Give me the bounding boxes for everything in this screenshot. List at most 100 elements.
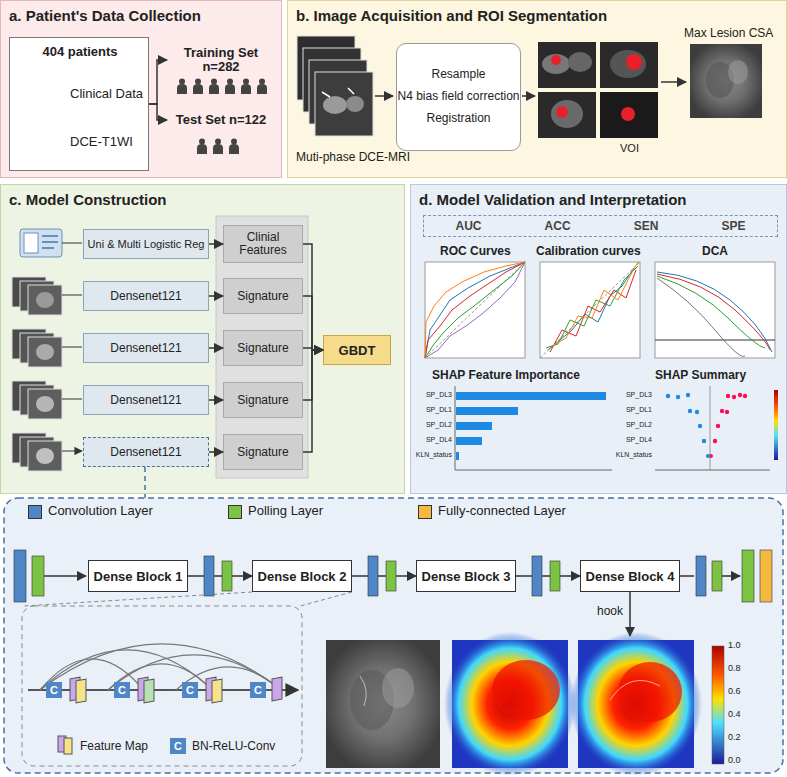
dense-block-detail — [70, 677, 80, 701]
feature-column — [216, 216, 308, 478]
colorbar-tick: 1.0 — [728, 640, 741, 650]
node-text: SEN — [634, 219, 659, 233]
dense-block-detail — [212, 679, 222, 703]
color-bar — [712, 646, 724, 764]
tumor-image — [326, 640, 440, 768]
bn-relu-conv-block: C — [46, 682, 62, 698]
node-text: 404 patients — [10, 44, 150, 59]
node-text: Resample — [431, 68, 485, 82]
layer-bars — [550, 561, 560, 591]
node-text: Densenet121 — [110, 289, 181, 303]
dense-block: Dense Block 3 — [416, 560, 516, 592]
connector-arrow — [188, 575, 252, 577]
dense-block-detail — [76, 679, 86, 703]
chart-title: DCA — [702, 244, 728, 258]
node-text: Dense Block 3 — [422, 569, 511, 584]
connector-arrow — [352, 575, 416, 577]
node-text: Signature — [237, 341, 288, 355]
model-box: Uni & Multi Logistic Reg — [83, 229, 209, 259]
model-box: Densenet121 — [83, 281, 209, 311]
layer-bars — [760, 550, 772, 602]
panel-title: c. Model Construction — [9, 191, 167, 208]
model-box: Densenet121 — [83, 385, 209, 415]
node-text: Clinical Data — [70, 86, 148, 101]
model-box: Densenet121 — [83, 437, 209, 467]
node-text: Test Set n=122 — [176, 113, 266, 127]
layer-bars — [204, 556, 214, 596]
chart-title: SHAP Feature Importance — [432, 368, 580, 382]
architecture-panel — [4, 498, 783, 773]
dense-block: Dense Block 2 — [252, 560, 352, 592]
node-text: Uni & Multi Logistic Reg — [88, 238, 205, 251]
legend-text: Feature Map — [80, 739, 148, 753]
node-text: DCE-T1WI — [70, 134, 148, 149]
node-text: SPE — [721, 219, 745, 233]
axis-label: KLN_status — [404, 451, 452, 458]
heatmap-image — [444, 632, 576, 776]
chain-arrows — [680, 575, 694, 577]
node-text: Dense Block 2 — [258, 569, 347, 584]
colorbar-tick: 0.6 — [728, 686, 741, 696]
axis-label: SP_DL4 — [404, 436, 452, 443]
chain-arrows — [629, 592, 631, 636]
image-caption: VOI — [620, 142, 639, 154]
colorbar-tick: 0.2 — [728, 732, 741, 742]
classifier-box: GBDT — [323, 335, 391, 365]
preprocess-box: Resample N4 bias field correctionRegistra… — [396, 43, 521, 151]
dense-block-detail — [206, 677, 216, 701]
dense-block-detail — [22, 606, 302, 766]
node-text: Densenet121 — [110, 393, 181, 407]
axis-label: SP_DL3 — [404, 391, 452, 398]
image-caption: Max Lesion CSA — [684, 26, 773, 40]
heatmap-image — [492, 660, 560, 720]
dense-block-detail — [144, 679, 154, 703]
node-text: Registration — [426, 112, 490, 126]
layer-bars — [742, 550, 754, 602]
dense-block-detail — [58, 736, 66, 752]
feature-box: Signature — [223, 330, 303, 366]
chart-title: SHAP Summary — [655, 368, 746, 382]
legend-text: Convolution Layer — [48, 503, 153, 518]
panel-title: d. Model Validation and Interpretation — [419, 191, 687, 208]
legend-swatch — [28, 505, 42, 519]
node-text: Clinial Features — [224, 231, 302, 257]
node-text: N4 bias field correction — [397, 90, 519, 104]
image-caption: Muti-phase DCE-MRI — [296, 150, 410, 164]
bn-relu-conv-block: C — [182, 682, 198, 698]
metrics-box: AUCACCSENSPE — [423, 215, 778, 237]
dense-block-detail — [58, 677, 282, 754]
tumor-image — [350, 670, 394, 730]
feature-box: Signature — [223, 382, 303, 418]
colorbar-tick: 0.8 — [728, 663, 741, 673]
dense-block-detail — [40, 644, 276, 690]
node-text: Signature — [237, 445, 288, 459]
feature-box: Clinial Features — [223, 225, 303, 263]
chain-arrows — [44, 575, 86, 577]
dataset-label: Test Set n=122 — [167, 105, 275, 135]
colorbar-tick: 0.4 — [728, 709, 741, 719]
layer-bars — [712, 561, 722, 591]
layer-bars — [368, 556, 378, 596]
layer-bars — [386, 561, 396, 591]
heatmap-image — [570, 632, 702, 776]
axis-label: SP_DL2 — [404, 421, 452, 428]
dense-block-detail — [272, 677, 282, 701]
axis-label: SP_DL4 — [604, 436, 652, 443]
heatmap-image — [570, 632, 702, 776]
bn-relu-conv-block: C — [250, 682, 266, 698]
feature-column — [216, 216, 308, 478]
legend-swatch — [418, 505, 432, 519]
heatmap-image — [452, 640, 568, 768]
layer-bars — [222, 561, 232, 591]
tumor-image — [326, 640, 440, 768]
layer-bars — [14, 550, 26, 602]
dense-block-detail — [22, 606, 302, 766]
dense-block-detail — [138, 677, 148, 701]
axis-label: SP_DL1 — [404, 406, 452, 413]
axis-label: SP_DL3 — [604, 391, 652, 398]
bn-relu-conv-block: C — [170, 738, 186, 754]
layer-bars — [532, 556, 542, 596]
panel: d. Model Validation and InterpretationAU… — [410, 184, 787, 494]
layer-bars — [696, 556, 706, 596]
chart-title: Calibration curves — [536, 244, 641, 258]
